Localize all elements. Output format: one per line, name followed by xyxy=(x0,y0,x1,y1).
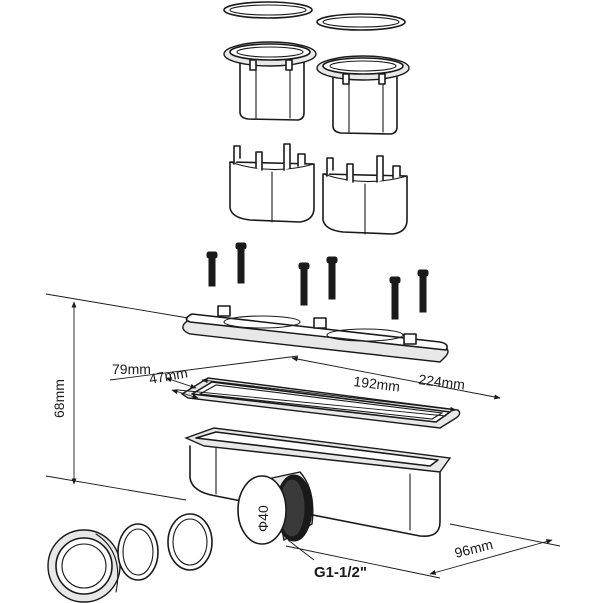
top-seal-ring-right xyxy=(316,13,406,31)
dimension-inner-width-label: 47mm xyxy=(148,364,189,387)
dimension-outer-length xyxy=(291,356,501,400)
screw-5 xyxy=(389,276,401,320)
drain-outlet xyxy=(237,471,314,545)
upper-cartridge-right xyxy=(316,55,410,135)
washer-small xyxy=(167,513,213,571)
dimension-height-label: 68mm xyxy=(51,379,67,418)
dimension-inner-width xyxy=(171,389,199,399)
dimension-inner-length-label: 192mm xyxy=(353,373,401,395)
clamp-flange-plate xyxy=(182,305,449,363)
screw-1 xyxy=(206,251,218,287)
upper-cartridge-left xyxy=(223,41,317,121)
lower-cartridge-right xyxy=(322,155,408,235)
screw-set xyxy=(206,242,429,320)
thread-callout-leader xyxy=(287,539,315,561)
thread-spec-label: G1-1/2" xyxy=(314,564,367,581)
washer-large xyxy=(117,523,159,581)
dimension-outer-width-label: 79mm xyxy=(112,361,151,377)
outlet-diameter-label: Φ40 xyxy=(255,505,271,532)
dimension-depth-label: 96mm xyxy=(453,536,495,561)
screw-2 xyxy=(235,242,247,284)
dimension-outer-length-label: 224mm xyxy=(418,371,466,393)
screw-3 xyxy=(298,262,310,306)
screw-6 xyxy=(417,269,429,313)
dimension-depth xyxy=(285,523,561,579)
screw-4 xyxy=(326,256,338,300)
drain-body xyxy=(184,427,452,538)
dimension-height xyxy=(45,293,189,501)
top-seal-ring-left xyxy=(223,1,313,19)
union-nut xyxy=(47,529,121,603)
lower-cartridge-left xyxy=(229,143,315,223)
